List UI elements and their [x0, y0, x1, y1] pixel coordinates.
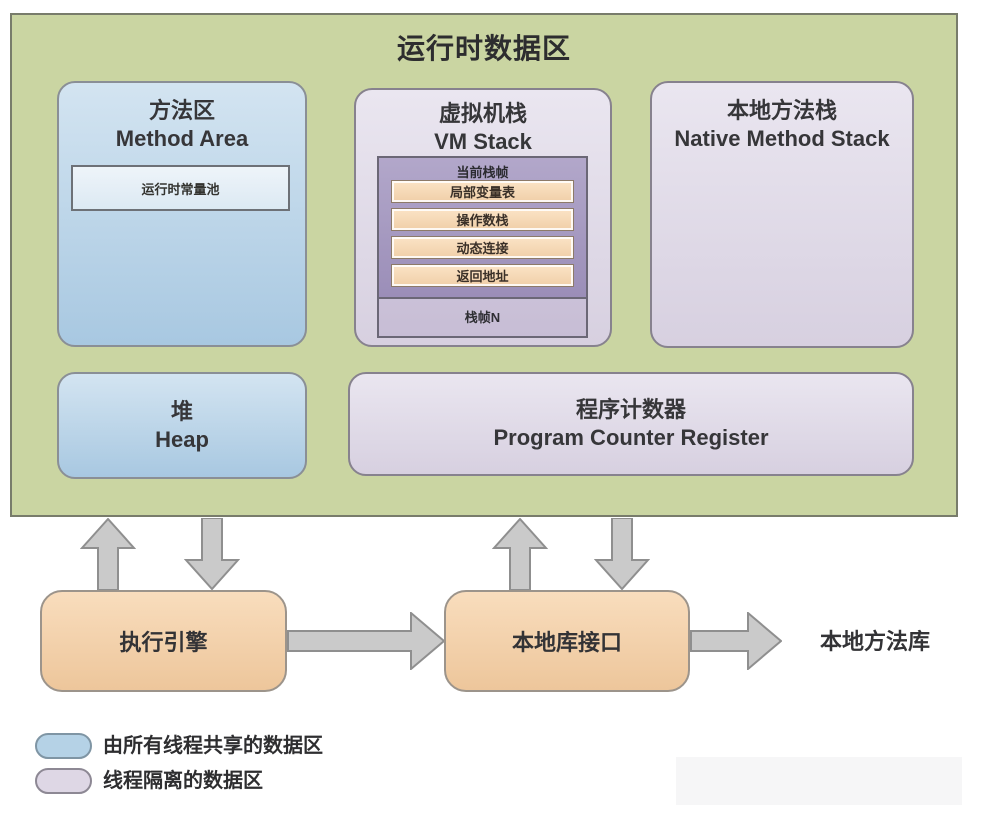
runtime-constant-pool-box: 运行时常量池	[71, 165, 290, 211]
pc-register-title-zh: 程序计数器	[575, 397, 686, 422]
local-variable-table-box: 局部变量表	[391, 180, 574, 203]
faint-background-rect	[676, 757, 962, 805]
arrow-up-engine-to-heap	[80, 518, 136, 590]
current-stack-frame-label: 当前栈帧	[456, 165, 509, 180]
current-stack-frame-box: 当前栈帧 局部变量表 操作数栈 动态连接 返回地址	[379, 158, 586, 299]
pc-register-title-en: Program Counter Register	[493, 425, 769, 450]
arrow-right-native-interface-to-library	[690, 612, 782, 670]
dynamic-linking-box: 动态连接	[391, 236, 574, 259]
heap-box: 堆 Heap	[57, 372, 307, 479]
execution-engine-box: 执行引擎	[40, 590, 287, 692]
arrow-down-runtime-to-native-interface	[594, 518, 650, 590]
legend-label-isolated: 线程隔离的数据区	[103, 770, 263, 792]
legend-label-shared: 由所有线程共享的数据区	[103, 735, 323, 757]
return-address-box: 返回地址	[391, 264, 574, 287]
native-library-interface-box: 本地库接口	[444, 590, 690, 692]
diagram-title: 运行时数据区	[396, 33, 571, 64]
method-area-title-zh: 方法区	[148, 98, 215, 123]
vm-stack-title-zh: 虚拟机栈	[438, 101, 527, 126]
native-method-stack-title-zh: 本地方法栈	[726, 98, 837, 123]
native-method-stack-box: 本地方法栈 Native Method Stack	[650, 81, 914, 348]
arrow-right-engine-to-native-interface	[287, 612, 445, 670]
method-area-title-en: Method Area	[115, 126, 249, 151]
native-method-library-label: 本地方法库	[819, 629, 930, 654]
stack-frames-container: 当前栈帧 局部变量表 操作数栈 动态连接 返回地址 栈帧N	[377, 156, 588, 338]
legend-swatch-isolated	[35, 768, 92, 794]
heap-title-zh: 堆	[170, 398, 193, 424]
native-method-stack-title-en: Native Method Stack	[674, 126, 890, 151]
legend-swatch-shared	[35, 733, 92, 759]
method-area-box: 方法区 Method Area	[57, 81, 307, 347]
pc-register-box: 程序计数器 Program Counter Register	[348, 372, 914, 476]
heap-title-en: Heap	[155, 426, 209, 452]
operand-stack-box: 操作数栈	[391, 208, 574, 231]
arrow-up-native-interface-to-runtime	[492, 518, 548, 590]
vm-stack-title-en: VM Stack	[434, 129, 532, 154]
arrow-down-runtime-to-engine	[184, 518, 240, 590]
frame-n-box: 栈帧N	[464, 310, 501, 325]
